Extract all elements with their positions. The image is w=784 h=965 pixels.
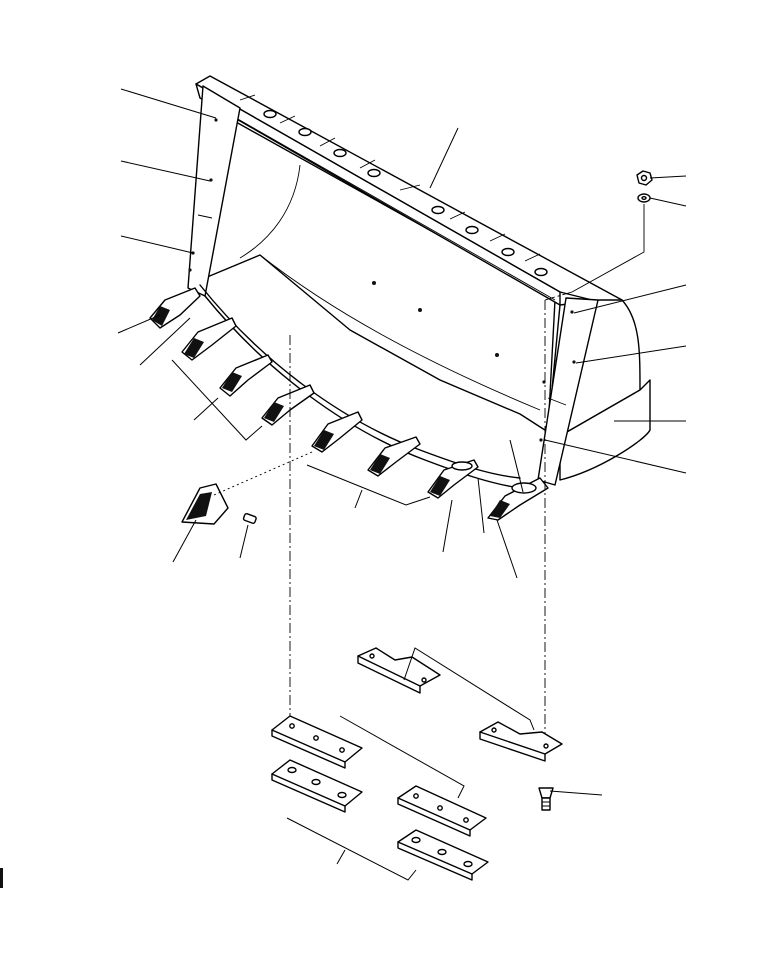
tooth-4	[261, 384, 315, 426]
bucket-body	[195, 75, 651, 481]
fastener-centerline	[544, 291, 573, 301]
edge-plate-mid-b	[397, 785, 487, 837]
tooth-3	[219, 354, 273, 397]
tooth-alignment-line	[213, 451, 313, 496]
tooth-1	[149, 287, 201, 329]
edge-plate-low-b	[397, 829, 489, 881]
tooth-2	[181, 317, 237, 361]
edge-plate-mid-a	[271, 715, 363, 769]
tooth-pin	[242, 512, 257, 524]
plow-bolt	[538, 787, 554, 811]
tooth-8-corner	[487, 477, 549, 521]
nut	[636, 170, 653, 186]
edge-marker	[0, 868, 3, 888]
loose-tooth-point	[181, 483, 229, 525]
top-strip-holes	[263, 109, 548, 277]
tooth-7	[427, 459, 479, 499]
bucket-teeth	[149, 287, 549, 521]
washer-leader-path	[571, 204, 645, 293]
edge-plate-upper-a	[357, 647, 441, 694]
leader-lines	[117, 88, 687, 865]
group-brackets	[171, 359, 535, 881]
tooth-6	[367, 436, 421, 477]
washer	[637, 193, 651, 203]
cutting-edge-base	[199, 284, 521, 489]
tooth-5	[311, 411, 363, 453]
edge-plate-low-a	[271, 759, 363, 813]
right-side-plate	[537, 297, 599, 486]
edge-plate-upper-b	[479, 721, 563, 762]
